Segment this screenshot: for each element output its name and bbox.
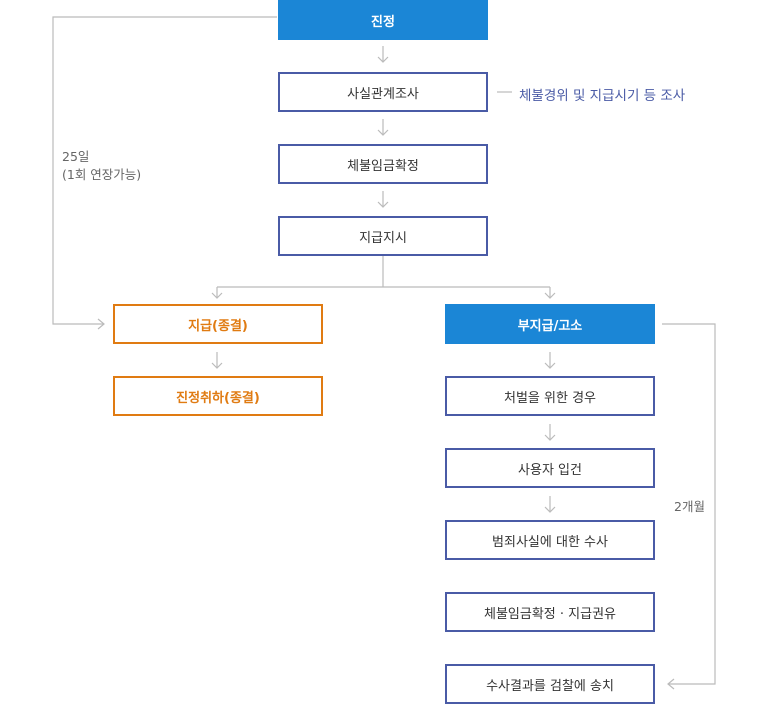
employer-case-box: 사용자 입건	[445, 448, 655, 488]
unpaid-box: 부지급/고소	[445, 304, 655, 344]
punish-case-box: 처벌을 위한 경우	[445, 376, 655, 416]
crime-invest-box: 범죄사실에 대한 수사	[445, 520, 655, 560]
wage-recommend-box: 체불임금확정 · 지급권유	[445, 592, 655, 632]
months-note: 2개월	[674, 499, 705, 514]
send-prosecution-box: 수사결과를 검찰에 송치	[445, 664, 655, 704]
investigation-box: 사실관계조사	[278, 72, 488, 112]
paid-box: 지급(종결)	[113, 304, 323, 344]
days-note-line1: 25일	[62, 149, 90, 164]
petition-box: 진정	[278, 0, 488, 40]
withdraw-box: 진정취하(종결)	[113, 376, 323, 416]
days-note-line2: (1회 연장가능)	[62, 167, 142, 182]
investigation-note: 체불경위 및 지급시기 등 조사	[519, 88, 686, 104]
wage-confirm-box: 체불임금확정	[278, 144, 488, 184]
payment-order-box: 지급지시	[278, 216, 488, 256]
